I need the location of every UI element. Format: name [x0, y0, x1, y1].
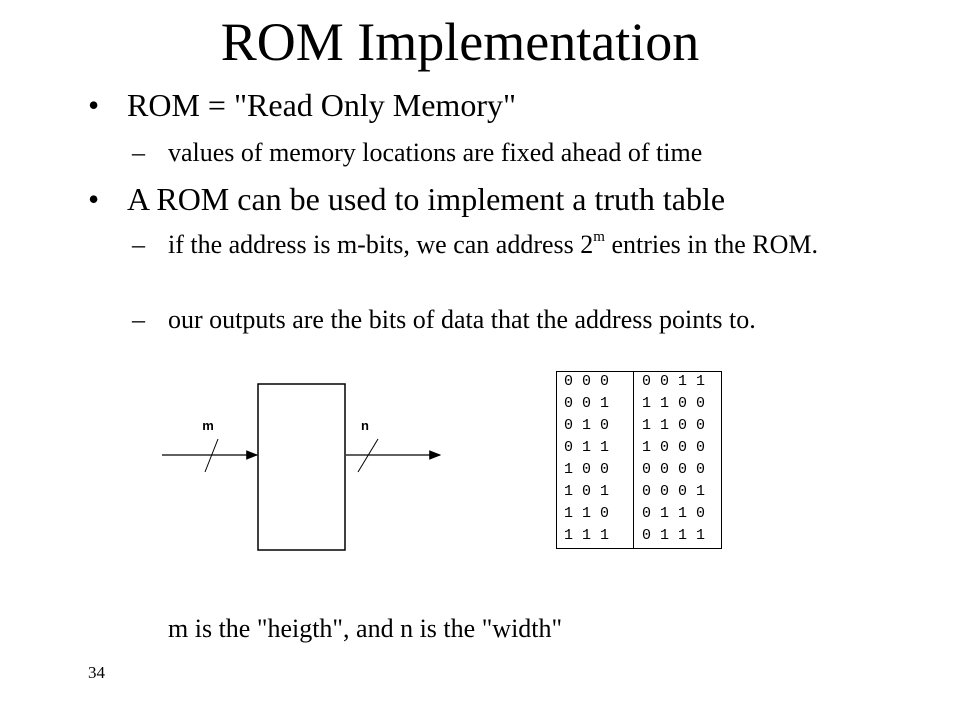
rom-truth-table: 0 0 0 0 0 1 1 0 0 1 1 1 0 0 0 1 0 1 1 0 0 0… [556, 371, 722, 549]
data-cell: 1 0 0 0 [642, 439, 706, 456]
bullet-dot: • [88, 181, 100, 217]
data-cell: 0 1 1 1 [642, 527, 706, 544]
sub-bullet-text: values of memory locations are fixed ahe… [168, 138, 703, 167]
data-cell: 0 0 1 1 [642, 373, 706, 390]
sub-bullet-fixed-values: – values of memory locations are fixed a… [132, 137, 892, 169]
sub-bullet-dash: – [132, 230, 145, 259]
output-width-label: n [361, 418, 369, 433]
data-cell: 1 1 0 0 [642, 395, 706, 412]
address-cell: 1 0 0 [564, 461, 610, 478]
rom-block-diagram: m n [162, 383, 442, 551]
data-cell: 0 1 1 0 [642, 505, 706, 522]
slide-title: ROM Implementation [220, 12, 700, 72]
table-border [556, 371, 722, 549]
sub-bullet-text: our outputs are the bits of data that th… [168, 305, 756, 334]
address-cell: 1 1 0 [564, 505, 610, 522]
address-data-divider [633, 371, 634, 549]
data-cell: 0 0 0 1 [642, 483, 706, 500]
slide-number: 34 [88, 663, 105, 682]
output-bus-slash [357, 438, 379, 473]
input-bus-slash [204, 438, 219, 473]
address-cell: 0 1 1 [564, 439, 610, 456]
sub-bullet-address-bits: – if the address is m-bits, we can addre… [132, 229, 892, 261]
bullet-rom-definition: • ROM = "Read Only Memory" [88, 86, 516, 124]
address-cell: 1 1 1 [564, 527, 610, 544]
address-cell: 0 1 0 [564, 417, 610, 434]
height-width-caption: m is the "heigth", and n is the "width" [168, 614, 563, 643]
bullet-dot: • [88, 87, 100, 123]
data-cell: 0 0 0 0 [642, 461, 706, 478]
address-cell: 1 0 1 [564, 483, 610, 500]
sub-bullet-outputs: – our outputs are the bits of data that … [132, 304, 852, 336]
address-cell: 0 0 0 [564, 373, 610, 390]
bullet-text: A ROM can be used to implement a truth t… [127, 181, 726, 217]
input-width-label: m [202, 418, 214, 433]
bullet-truth-table: • A ROM can be used to implement a truth … [88, 180, 725, 218]
sub-bullet-text: if the address is m-bits, we can address… [168, 229, 818, 260]
address-cell: 0 0 1 [564, 395, 610, 412]
superscript-m: m [593, 229, 605, 245]
sub-bullet-dash: – [132, 138, 145, 167]
data-cell: 1 1 0 0 [642, 417, 706, 434]
rom-box [257, 383, 346, 551]
bullet-text: ROM = "Read Only Memory" [127, 87, 517, 123]
sub-bullet-dash: – [132, 305, 145, 334]
